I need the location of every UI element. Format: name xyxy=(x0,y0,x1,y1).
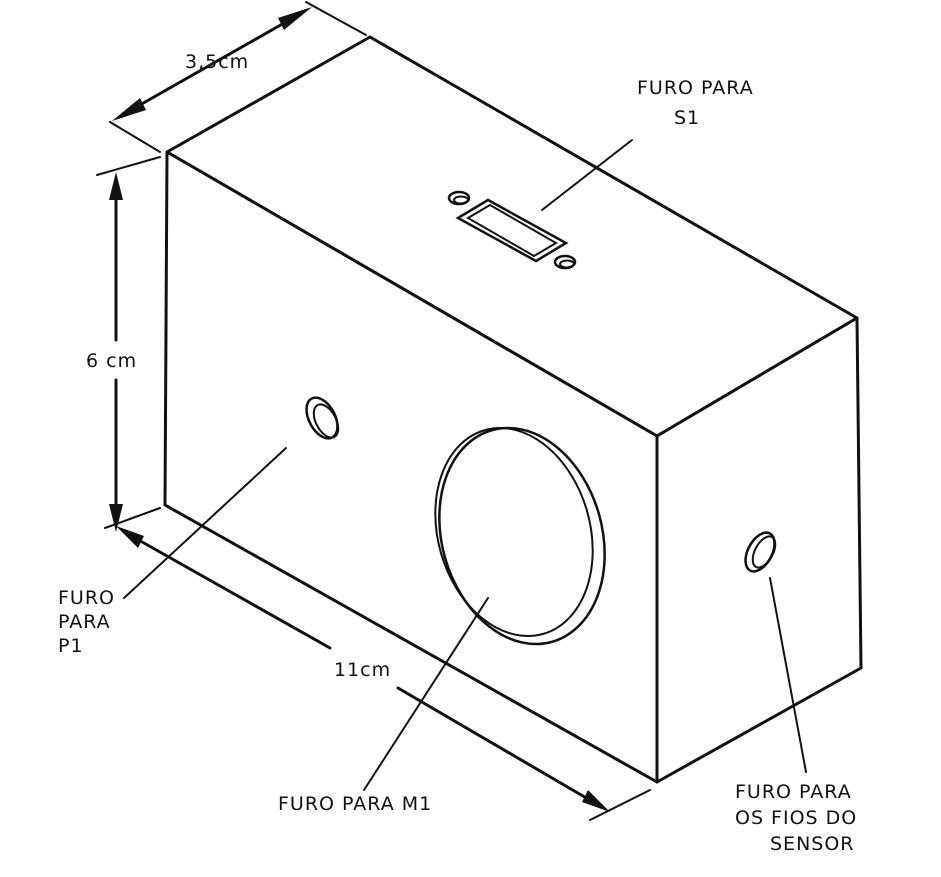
m1-label: FURO PARA M1 xyxy=(278,793,432,815)
m1-leader xyxy=(363,597,489,791)
sensor-wire-hole xyxy=(744,531,777,573)
svg-text:FURO PARA: FURO PARA xyxy=(637,77,754,99)
height-dimension: 6 cm xyxy=(86,156,161,532)
s1-label: FURO PARA S1 xyxy=(637,77,754,129)
svg-text:SENSOR: SENSOR xyxy=(770,833,855,855)
svg-text:FURO PARA: FURO PARA xyxy=(735,781,852,803)
p1-label: FURO PARA P1 xyxy=(58,587,115,657)
s1-leader xyxy=(541,139,633,211)
p1-hole xyxy=(305,396,340,440)
switch-s1-hole xyxy=(447,190,577,270)
depth-dimension: 3,5cm xyxy=(109,1,367,153)
m1-hole xyxy=(434,426,606,646)
sensor-leader xyxy=(769,577,807,773)
depth-label: 3,5cm xyxy=(185,51,249,73)
svg-text:OS FIOS DO: OS FIOS DO xyxy=(735,807,857,829)
svg-text:P1: P1 xyxy=(58,635,84,657)
length-label: 11cm xyxy=(334,659,391,681)
svg-text:PARA: PARA xyxy=(58,611,111,633)
p1-leader xyxy=(123,447,287,599)
length-dimension: 11cm xyxy=(116,526,651,821)
svg-text:FURO: FURO xyxy=(58,587,115,609)
sensor-label: FURO PARA OS FIOS DO SENSOR xyxy=(735,781,857,855)
height-label: 6 cm xyxy=(86,350,137,372)
svg-text:S1: S1 xyxy=(674,107,700,129)
